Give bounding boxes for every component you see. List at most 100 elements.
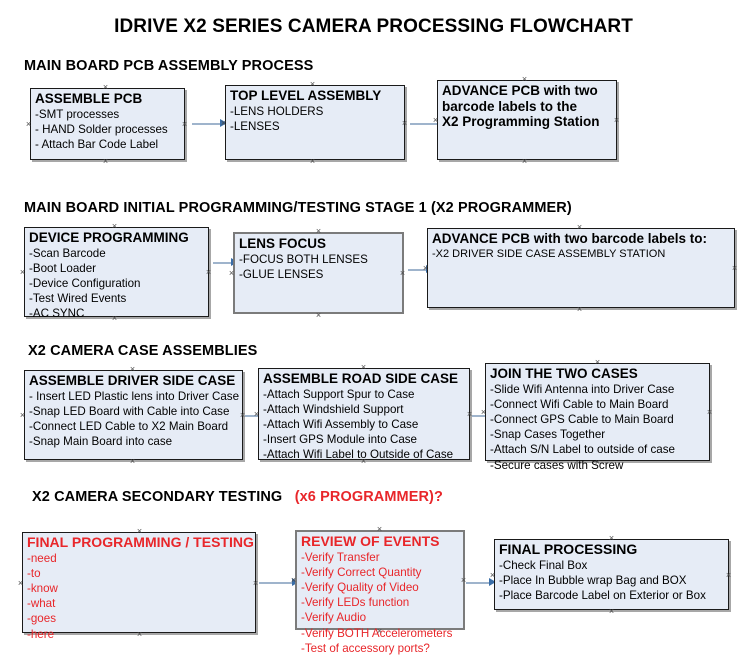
box-line: -Slide Wifi Antenna into Driver Case <box>490 382 675 396</box>
box-assemble-road-side-case[interactable]: ASSEMBLE ROAD SIDE CASE -Attach Support … <box>258 368 470 462</box>
connector-handle-left[interactable] <box>17 580 24 587</box>
box-title: ASSEMBLE PCB <box>35 91 143 106</box>
box-line: -what <box>27 597 56 611</box>
section-heading-1-text: MAIN BOARD PCB ASSEMBLY PROCESS <box>24 58 314 74</box>
connector-handle-right[interactable] <box>613 117 620 124</box>
box-title: FINAL PROCESSING <box>499 541 638 557</box>
connector-handle-top[interactable] <box>576 224 583 231</box>
connector-handle-right[interactable] <box>205 269 212 276</box>
connector-handle-top[interactable] <box>111 223 118 230</box>
box-line: X2 Programming Station <box>442 114 600 129</box>
box-line: -Check Final Box <box>499 558 588 572</box>
connector-handle-top[interactable] <box>129 366 136 373</box>
section-heading-3-text: X2 CAMERA CASE ASSEMBLIES <box>28 343 258 359</box>
page-title: IDRIVE X2 SERIES CAMERA PROCESSING FLOWC… <box>114 16 633 37</box>
section-heading-3: X2 CAMERA CASE ASSEMBLIES <box>28 343 257 359</box>
connector-handle-top[interactable] <box>594 359 601 366</box>
connector-handle-right[interactable] <box>252 580 259 587</box>
box-line: -Place In Bubble wrap Bag and BOX <box>499 573 687 587</box>
connector-handle-bottom[interactable] <box>309 158 316 165</box>
arrow-connector <box>259 578 299 587</box>
box-line: -Attach Wifi Assembly to Case <box>263 417 419 431</box>
arrow-head-icon <box>489 578 496 586</box>
box-line: -FOCUS BOTH LENSES <box>239 252 368 266</box>
box-line: - Insert LED Plastic lens into Driver Ca… <box>29 389 240 403</box>
box-line: -to <box>27 566 41 580</box>
box-title: TOP LEVEL ASSEMBLY <box>230 88 382 103</box>
box-title: ASSEMBLE DRIVER SIDE CASE <box>29 373 236 388</box>
connector-handle-top[interactable] <box>376 526 383 533</box>
arrow-head-icon <box>220 119 227 127</box>
box-line: -SMT processes <box>35 107 120 121</box>
section-heading-4-text: X2 CAMERA SECONDARY TESTING <box>32 489 283 505</box>
connector-handle-right[interactable] <box>181 121 188 128</box>
connector-handle-top[interactable] <box>521 76 528 83</box>
arrow-shaft <box>410 123 438 125</box>
box-final-programming-testing[interactable]: FINAL PROGRAMMING / TESTING -need -to -k… <box>22 532 259 641</box>
box-assemble-driver-side-case[interactable]: ASSEMBLE DRIVER SIDE CASE - Insert LED P… <box>24 370 243 460</box>
box-top-level-assembly[interactable]: TOP LEVEL ASSEMBLY -LENS HOLDERS -LENSES <box>225 85 405 160</box>
box-line-overflow: -Test of accessory ports? <box>301 641 430 655</box>
connector-handle-right[interactable] <box>731 265 738 272</box>
box-line: - Attach Bar Code Label <box>35 137 159 151</box>
box-line: -Snap LED Board with Cable into Case <box>29 404 230 418</box>
box-line: -Attach S/N Label to outside of case <box>490 443 675 457</box>
connector-handle-bottom[interactable] <box>315 312 322 319</box>
arrow-shaft <box>466 582 489 584</box>
box-line: -Connect LED Cable to X2 Main Board <box>29 419 229 433</box>
box-line: -LENSES <box>230 119 280 133</box>
box-line: -know <box>27 581 58 595</box>
box-line: -Attach Wifi Label to Outside of Case <box>263 448 454 462</box>
connector-handle-right[interactable] <box>725 572 732 579</box>
connector-handle-bottom[interactable] <box>576 306 583 313</box>
arrow-connector <box>192 119 227 128</box>
arrow-shaft <box>472 415 485 417</box>
box-title: ADVANCE PCB with two <box>442 83 598 98</box>
box-review-of-events[interactable]: REVIEW OF EVENTS -Verify Transfer -Verif… <box>295 530 465 655</box>
box-line: -Verify Quality of Video <box>301 580 419 594</box>
box-line: -Device Configuration <box>29 276 141 290</box>
box-final-processing[interactable]: FINAL PROCESSING -Check Final Box -Place… <box>494 539 729 610</box>
box-line: -Attach Support Spur to Case <box>263 387 415 401</box>
box-line: -Scan Barcode <box>29 246 106 260</box>
box-line: -Place Barcode Label on Exterior or Box <box>499 588 706 602</box>
box-line: -Connect GPS Cable to Main Board <box>490 412 674 426</box>
connector-handle-left[interactable] <box>19 412 26 419</box>
connector-handle-left[interactable] <box>25 121 32 128</box>
connector-handle-bottom[interactable] <box>129 458 136 465</box>
arrow-shaft <box>408 269 426 271</box>
connector-handle-top[interactable] <box>309 81 316 88</box>
arrow-shaft <box>259 582 292 584</box>
connector-handle-left[interactable] <box>228 270 235 277</box>
box-line: -Snap Main Board into case <box>29 435 173 449</box>
connector-handle-bottom[interactable] <box>521 158 528 165</box>
box-line: barcode labels to the <box>442 98 578 114</box>
box-line: -AC SYNC <box>29 307 85 321</box>
connector-handle-top[interactable] <box>102 84 109 91</box>
box-line: -need <box>27 551 57 565</box>
section-heading-4: X2 CAMERA SECONDARY TESTING (x6 PROGRAMM… <box>32 489 443 505</box>
box-advance-pcb-programming-station[interactable]: ADVANCE PCB with two barcode labels to t… <box>437 80 617 160</box>
box-join-the-two-cases[interactable]: JOIN THE TWO CASES -Slide Wifi Antenna i… <box>485 363 713 472</box>
section-heading-2: MAIN BOARD INITIAL PROGRAMMING/TESTING S… <box>24 200 572 216</box>
arrow-connector <box>466 578 496 587</box>
connector-handle-top[interactable] <box>360 364 367 371</box>
box-line: -Verify Correct Quantity <box>301 565 422 579</box>
box-assemble-pcb[interactable]: ASSEMBLE PCB -SMT processes - HAND Solde… <box>30 88 185 160</box>
box-line: - HAND Solder processes <box>35 122 168 136</box>
connector-handle-bottom[interactable] <box>102 158 109 165</box>
connector-handle-left[interactable] <box>19 269 26 276</box>
box-device-programming[interactable]: DEVICE PROGRAMMING -Scan Barcode -Boot L… <box>24 227 212 320</box>
box-lens-focus[interactable]: LENS FOCUS -FOCUS BOTH LENSES -GLUE LENS… <box>233 232 404 314</box>
section-heading-1: MAIN BOARD PCB ASSEMBLY PROCESS <box>24 58 313 74</box>
connector-handle-right[interactable] <box>401 120 408 127</box>
connector-handle-bottom[interactable] <box>608 608 615 615</box>
box-advance-pcb-assembly-station[interactable]: ADVANCE PCB with two barcode labels to: … <box>427 228 735 308</box>
box-line: -Secure cases with Screw <box>490 458 624 472</box>
connector-handle-right[interactable] <box>706 409 713 416</box>
box-line: -Connect Wifi Cable to Main Board <box>490 397 669 411</box>
box-line: -here <box>27 627 55 641</box>
connector-handle-right[interactable] <box>399 270 406 277</box>
connector-handle-top[interactable] <box>315 228 322 235</box>
